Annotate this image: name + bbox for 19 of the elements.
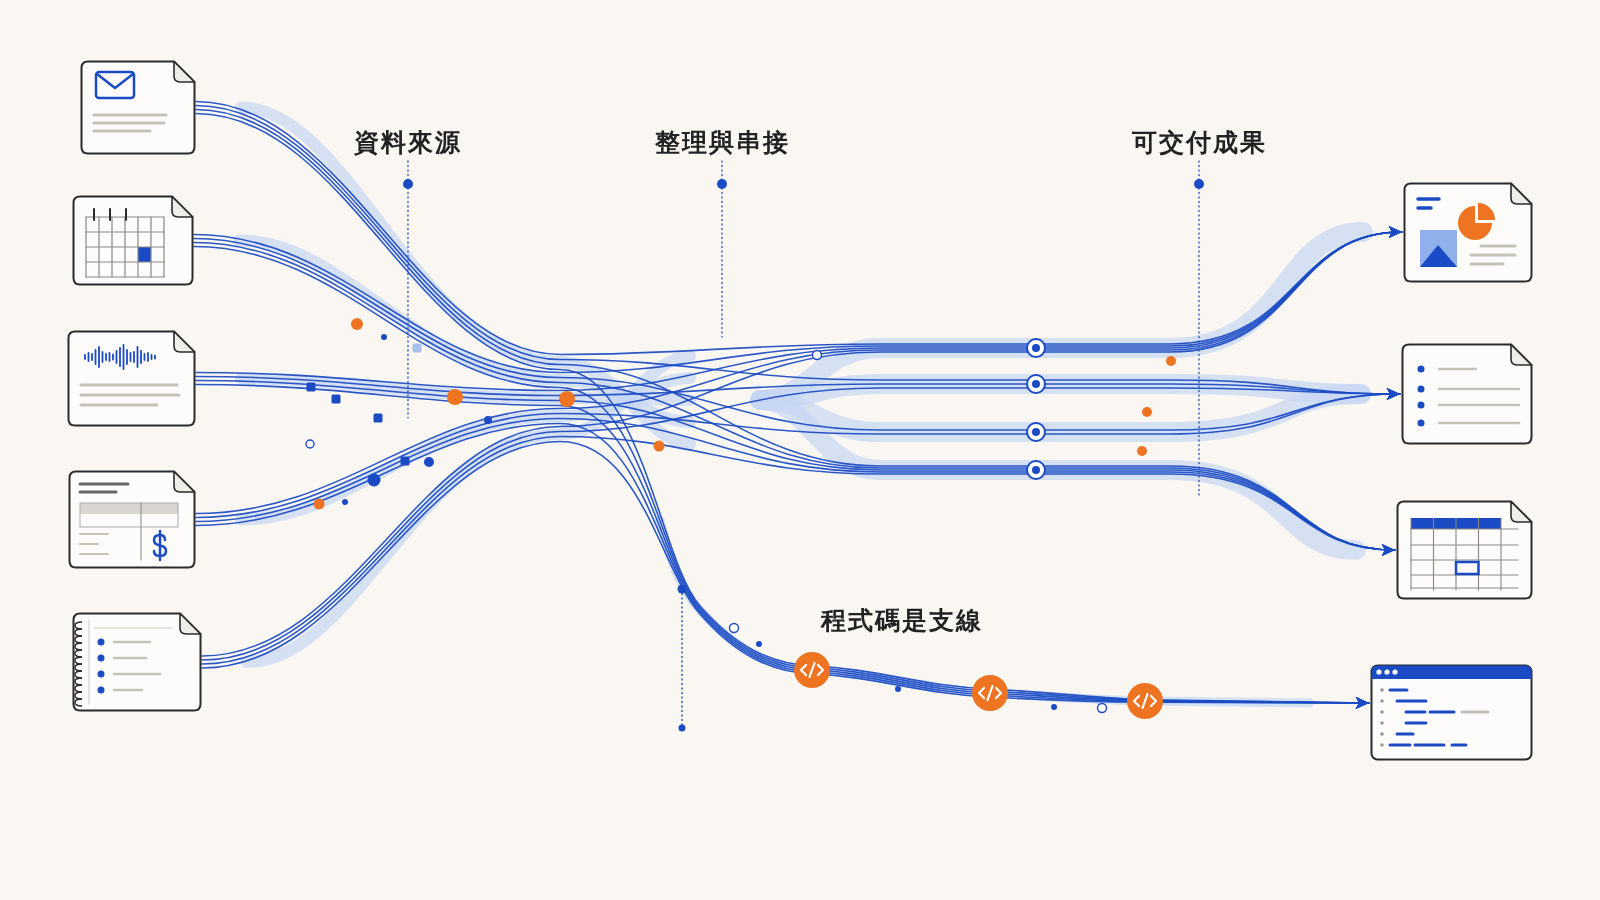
email-document-icon [80, 60, 196, 155]
section-heading: 程式碼是支線 [821, 606, 983, 636]
notebook-document-icon [72, 612, 202, 712]
section-heading: 資料來源 [354, 128, 462, 158]
code-window-icon [1370, 664, 1533, 761]
leader-line [407, 160, 409, 419]
flow-arrow [201, 227, 1403, 657]
audio-document-icon [67, 330, 196, 427]
invoice-document-icon [68, 470, 196, 569]
section-heading: 整理與串接 [654, 128, 790, 158]
calendar-document-icon [72, 195, 194, 286]
section-heading: 可交付成果 [1131, 128, 1267, 158]
flow-arrow [201, 435, 1396, 665]
list-document-icon [1401, 343, 1533, 445]
leader-line [721, 160, 723, 338]
flow-arrow [201, 387, 1401, 661]
spreadsheet-document-icon [1396, 500, 1533, 600]
presentation-document-icon [1403, 182, 1533, 283]
leader-line [1198, 160, 1200, 499]
